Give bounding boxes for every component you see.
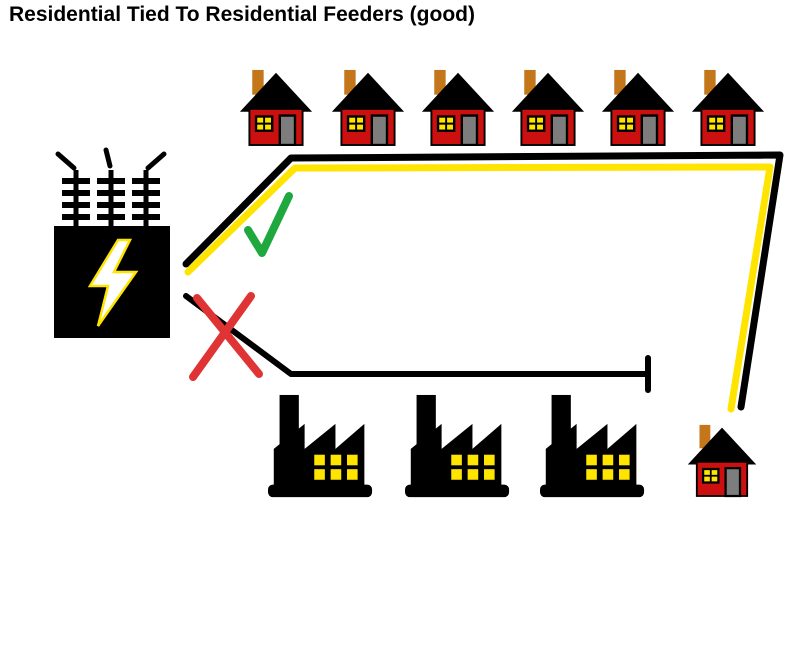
feeder-line-outline <box>182 151 784 411</box>
factory-icon <box>405 394 510 498</box>
house-icon <box>690 68 766 146</box>
house-icon <box>600 68 676 146</box>
house-icon <box>238 68 314 146</box>
house-icon <box>510 68 586 146</box>
cross-icon <box>189 292 263 381</box>
residential-feeder-line <box>184 163 774 413</box>
factory-icon <box>540 394 645 498</box>
bushing-fins <box>62 178 160 220</box>
house-icon <box>330 68 406 146</box>
house-icon <box>420 68 496 146</box>
check-icon <box>244 192 293 257</box>
transformer-icon <box>54 147 170 338</box>
page-title: Residential Tied To Residential Feeders … <box>9 3 475 26</box>
lightning-bolt-icon <box>87 238 139 327</box>
factory-icon <box>268 394 373 498</box>
industrial-feeder-line <box>183 293 651 377</box>
house-icon <box>686 423 758 498</box>
